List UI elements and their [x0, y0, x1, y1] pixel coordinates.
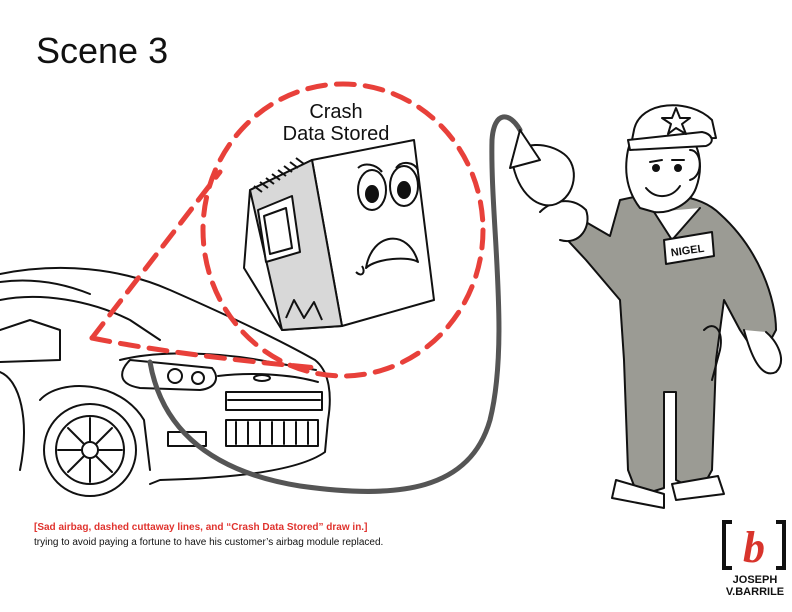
- bubble-label-crash: Crash: [309, 101, 362, 123]
- page-title: Scene 3: [36, 30, 169, 71]
- logo-name-line2: V.BARRILE: [725, 586, 785, 598]
- caption-note: [Sad airbag, dashed cuttaway lines, and …: [34, 522, 368, 533]
- joseph-barrile-logo: b: [722, 520, 786, 572]
- name-tag: NIGEL: [670, 243, 705, 260]
- hose: [147, 114, 523, 494]
- logo-glyph: b: [743, 523, 765, 572]
- logo-name: JOSEPH V.BARRILE: [722, 574, 788, 598]
- mechanic-nigel: [509, 104, 782, 509]
- data-bubble: [200, 81, 486, 379]
- bubble-label-data-stored: Data Stored: [283, 123, 390, 145]
- logo-name-line1: JOSEPH: [732, 574, 778, 586]
- car-drawing: [0, 266, 331, 497]
- caption-text: trying to avoid paying a fortune to have…: [34, 537, 384, 548]
- cutaway-lines: [89, 81, 486, 379]
- airbag-module: [243, 139, 435, 331]
